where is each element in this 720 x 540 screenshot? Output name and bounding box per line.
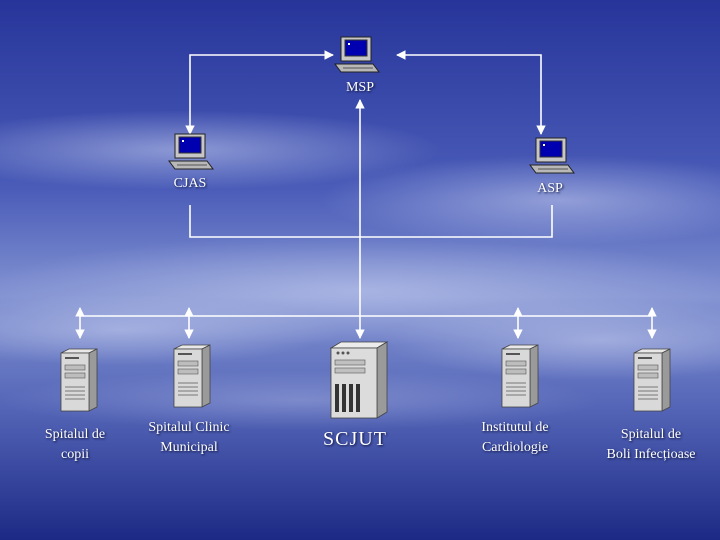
server-tower-icon bbox=[327, 340, 393, 420]
link-msp-asp bbox=[397, 55, 541, 134]
label-line-2: Cardiologie bbox=[460, 438, 570, 458]
server-spitalul-boli bbox=[630, 347, 674, 418]
label-line-1: Spitalul Clinic bbox=[129, 418, 249, 438]
workstation-icon bbox=[528, 137, 576, 175]
server-tower-icon bbox=[498, 343, 542, 409]
bracket-cjas-asp bbox=[190, 205, 552, 237]
server-tower-icon bbox=[630, 347, 674, 413]
label-institutul-cardiologie: Institutul de Cardiologie bbox=[460, 418, 570, 458]
link-msp-cjas bbox=[190, 55, 333, 134]
msp-label: MSP bbox=[335, 80, 385, 96]
label-spitalul-boli: Spitalul de Boli Infecțioase bbox=[588, 425, 714, 465]
asp-label: ASP bbox=[520, 181, 580, 197]
label-line-1: Institutul de bbox=[460, 418, 570, 438]
workstation-icon bbox=[333, 36, 381, 74]
label-spitalul-copii: Spitalul de copii bbox=[20, 425, 130, 465]
asp-node bbox=[528, 137, 576, 180]
server-institutul-cardiologie bbox=[498, 343, 542, 414]
server-tower-icon bbox=[170, 343, 214, 409]
server-scjut bbox=[327, 340, 393, 425]
label-scjut: SCJUT bbox=[300, 428, 410, 451]
label-line-1: Spitalul de bbox=[588, 425, 714, 445]
workstation-icon bbox=[167, 133, 215, 171]
label-line-2: Boli Infecțioase bbox=[588, 445, 714, 465]
server-tower-icon bbox=[57, 347, 101, 413]
label-spitalul-clinic: Spitalul Clinic Municipal bbox=[129, 418, 249, 458]
server-spitalul-copii bbox=[57, 347, 101, 418]
label-line-2: Municipal bbox=[129, 438, 249, 458]
cjas-label: CJAS bbox=[160, 176, 220, 192]
cjas-node bbox=[167, 133, 215, 176]
server-spitalul-clinic bbox=[170, 343, 214, 414]
label-line-1: Spitalul de bbox=[20, 425, 130, 445]
msp-node bbox=[333, 36, 381, 79]
label-line-2: copii bbox=[20, 445, 130, 465]
